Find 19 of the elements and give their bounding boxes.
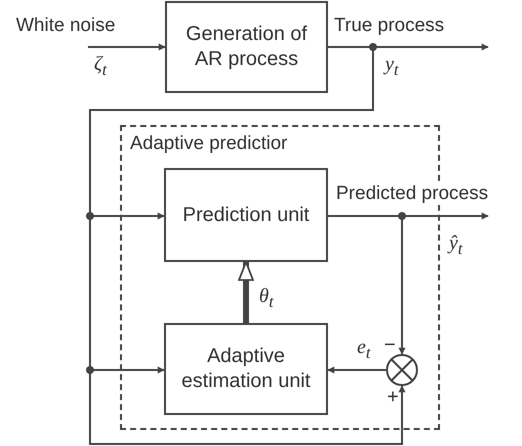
process-box: Prediction unit <box>164 168 328 262</box>
signal-label: y$_{t}$ <box>384 53 400 80</box>
edge-label: θ$_{t}$ <box>258 285 274 312</box>
edge-label: White noise <box>15 16 116 37</box>
sign-label: − <box>383 334 397 356</box>
arrow <box>327 366 386 374</box>
sign-label: + <box>386 386 400 408</box>
summing-junction <box>386 354 418 386</box>
group-title: Adaptive predictior <box>130 133 288 155</box>
signal-label: ŷ$_{t}$ <box>448 232 464 258</box>
edge-label: Predicted process <box>335 184 490 205</box>
edge-label: True process <box>333 16 446 37</box>
arrow <box>88 44 166 50</box>
edge-label: e$_{t}$ <box>356 336 372 362</box>
arrow <box>89 46 406 445</box>
signal-label: ζ$_{t}$ <box>93 53 108 80</box>
process-box: Generation of AR process <box>165 1 328 93</box>
parameter-arrow <box>238 261 254 323</box>
process-box: Adaptive estimation unit <box>164 323 328 415</box>
